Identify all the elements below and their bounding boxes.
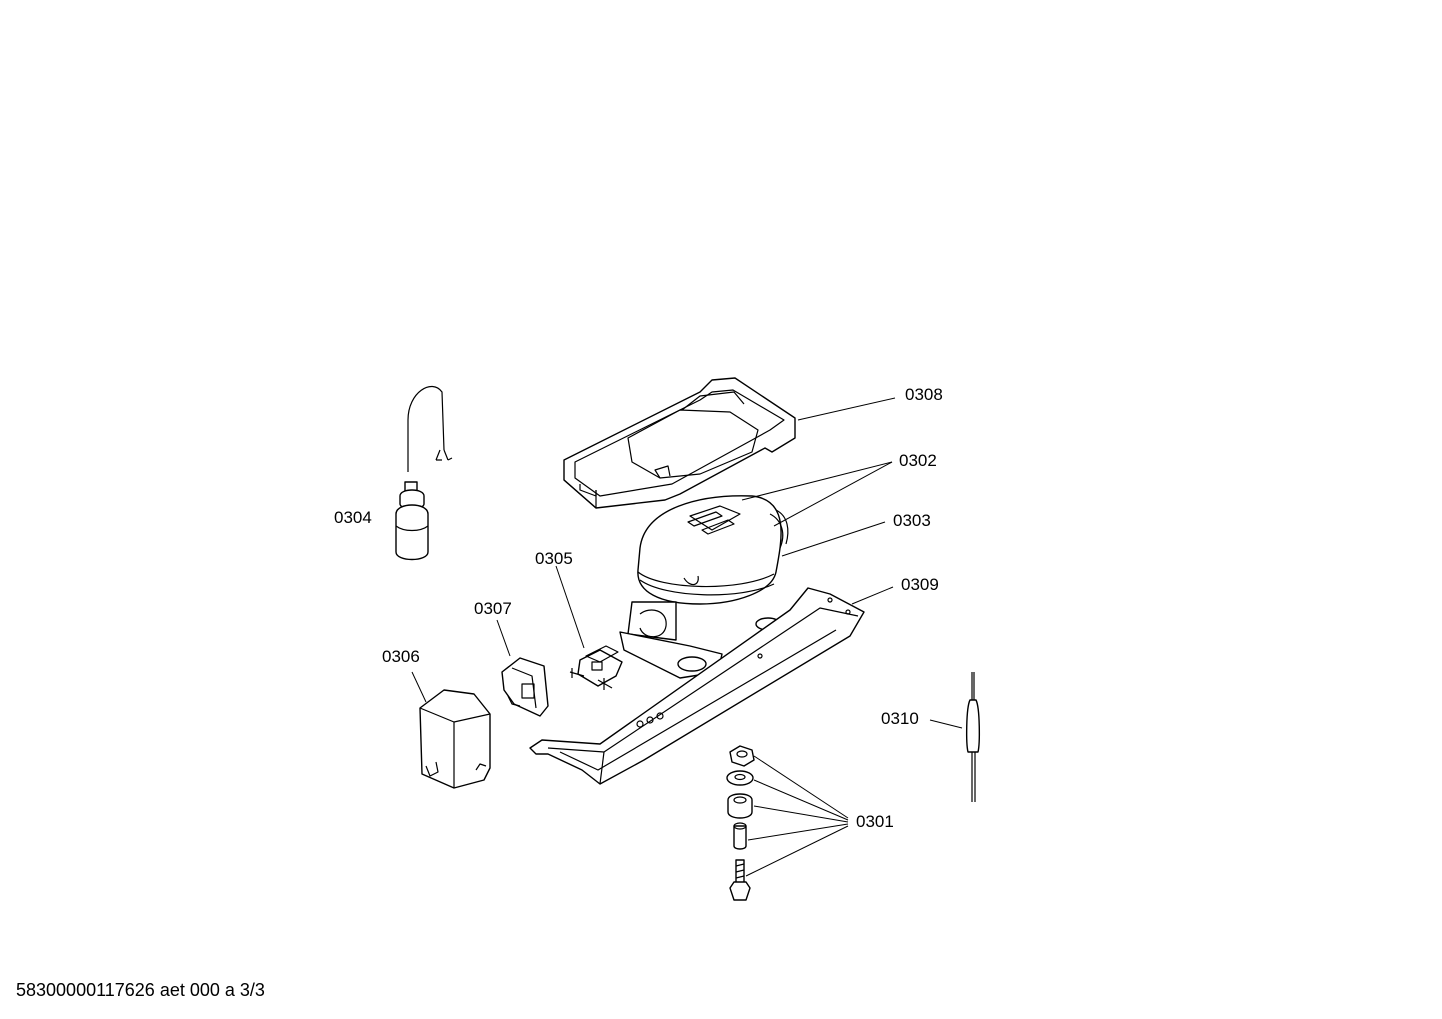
part-label-0303: 0303 (893, 511, 931, 530)
part-label-0301: 0301 (856, 812, 894, 831)
leader-0309 (851, 586, 894, 605)
leader-0301-d (747, 823, 849, 841)
part-label-0308: 0308 (905, 385, 943, 404)
document-reference: 58300000117626 aet 000 a 3/3 (16, 980, 265, 1000)
part-label-0307: 0307 (474, 599, 512, 618)
leader-0301-e (745, 825, 849, 877)
part-compressor (619, 495, 789, 679)
leader-0305 (555, 565, 585, 649)
part-filter-drier (965, 672, 981, 802)
leader-0301-b (753, 779, 849, 821)
leader-0308 (797, 397, 896, 421)
part-drip-tray (563, 377, 796, 509)
part-temperature-sensor (395, 386, 453, 561)
part-label-0304: 0304 (334, 508, 372, 527)
leader-0301-a (753, 755, 849, 819)
leader-0310 (929, 719, 963, 729)
leader-0301-c (753, 805, 849, 823)
part-label-0305: 0305 (535, 549, 573, 568)
part-start-relay (501, 657, 549, 717)
leader-0306 (411, 671, 427, 703)
leader-0302-a (741, 461, 893, 501)
part-label-0306: 0306 (382, 647, 420, 666)
part-mounting-hardware (726, 745, 755, 901)
part-label-0302: 0302 (899, 451, 937, 470)
part-terminal-block (569, 645, 623, 690)
leader-0303 (781, 521, 886, 557)
part-label-0310: 0310 (881, 709, 919, 728)
leader-0307 (496, 619, 511, 657)
part-base-rail (529, 587, 865, 785)
leader-0302-b (773, 461, 893, 527)
part-relay-cover (419, 689, 491, 789)
part-label-0309: 0309 (901, 575, 939, 594)
